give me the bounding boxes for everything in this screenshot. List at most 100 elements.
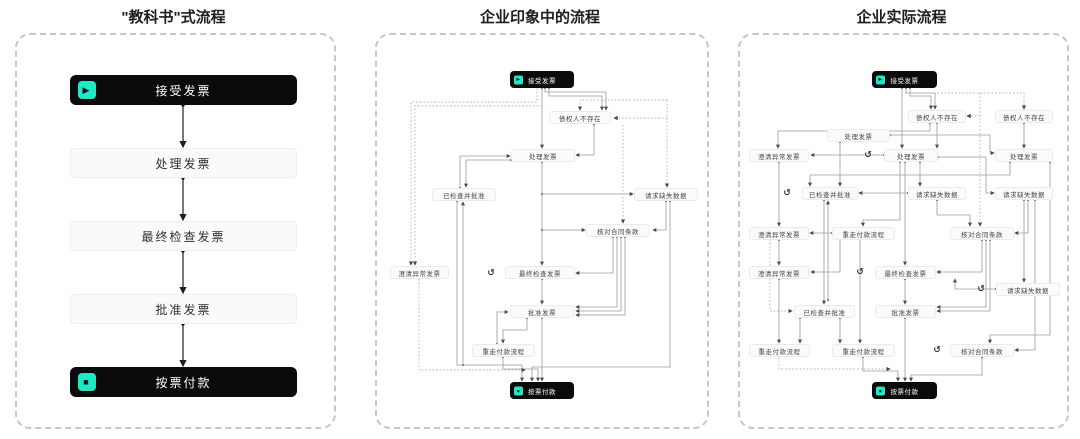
flow-edge [575, 237, 626, 317]
flow-edge [575, 237, 622, 313]
node-label: 核对合同条款 [961, 231, 1003, 239]
flow-edge [778, 357, 891, 372]
flow-edge [890, 134, 995, 155]
self-loop-icon: ↺ [977, 283, 985, 294]
node-end: 按票付款■ [510, 382, 574, 399]
node-label: 重走付款流程 [758, 348, 801, 356]
node-end: 按票付款■ [872, 382, 937, 399]
flow-edge [530, 201, 671, 382]
flow-edge [575, 124, 595, 157]
flow-edge [936, 240, 983, 274]
node-label: 处理发票 [897, 153, 925, 161]
flow-edge [577, 99, 667, 111]
flow-edge [652, 201, 667, 232]
node-clarify-1: 澄清异常发票 [749, 149, 809, 162]
self-loop-icon: ↺ [856, 266, 864, 277]
edge-origin-dot [541, 229, 543, 231]
self-loop-icon: ↺ [933, 344, 941, 355]
node-redo-3: 重走付款流程 [832, 344, 895, 357]
flow-edge [862, 357, 900, 382]
node-match-2: 核对合同条款 [950, 344, 1014, 357]
node-request: 请求缺失数据 [634, 188, 698, 201]
node-label: 批准发票 [155, 302, 212, 317]
node-start: 接受发票 ▶ [510, 71, 574, 88]
flow-edge [769, 239, 793, 314]
node-label: 请求缺失数据 [916, 191, 958, 199]
edges-layer [408, 87, 671, 382]
panel-textbook-flow: 接受发票▶处理发票最终检查发票批准发票按票付款■ [15, 33, 336, 429]
node-label: 接受发票 [890, 77, 919, 85]
play-icon: ▶ [514, 75, 523, 84]
node-label: 请求缺失数据 [1007, 287, 1049, 295]
flow-edge [861, 162, 901, 227]
node-label: 接受发票 [155, 83, 212, 98]
node-final-check: 最终检查发票 [875, 266, 936, 279]
node-label: 处理发票 [155, 156, 212, 171]
node-label: 核对合同条款 [597, 228, 639, 236]
node-label: 澄清异常发票 [758, 153, 800, 161]
edge-origin-dot [462, 364, 464, 366]
flow-edge [953, 278, 996, 290]
flow-edge [548, 88, 604, 111]
flow-edge [1014, 200, 1036, 352]
stop-icon: ■ [78, 373, 96, 391]
flow-edge [936, 240, 987, 309]
panel-actual-flow: 接受发票▶债权人不存在债权人不存在处理发票澄清异常发票处理发票处理发票已检查并批… [738, 33, 1069, 429]
node-label: 接受发票 [528, 77, 556, 85]
node-process: 处理发票 [70, 148, 297, 178]
edge-origin-dot [541, 193, 543, 195]
node-label: 澄清异常发票 [758, 270, 800, 278]
node-label: 最终检查发票 [884, 270, 927, 278]
node-label: 处理发票 [1010, 153, 1038, 161]
flow-edge [502, 357, 540, 382]
node-label: 按票付款 [890, 388, 919, 396]
flow-edge [808, 162, 1011, 187]
node-label: 已检查并批准 [443, 192, 485, 200]
panel-title-imagined: 企业印象中的流程 [479, 9, 600, 26]
node-label: 处理发票 [844, 133, 873, 141]
node-label: 债权人不存在 [916, 114, 958, 122]
flow-edge [810, 239, 841, 274]
node-label: 已检查并批准 [809, 191, 851, 199]
edges-layer [179, 103, 187, 368]
node-request-2: 请求缺失数据 [995, 187, 1053, 200]
node-match: 核对合同条款 [586, 224, 650, 237]
flow-edge [909, 88, 933, 110]
node-approve: 批准发票 [875, 305, 936, 318]
node-process-top: 处理发票 [827, 129, 890, 142]
node-creditor-2: 债权人不存在 [995, 110, 1053, 123]
panel-title-textbook: "教科书"式流程 [121, 9, 226, 26]
node-redo-2: 重走付款流程 [749, 344, 810, 357]
node-clarify-3: 澄清异常发票 [749, 266, 809, 279]
node-process: 处理发票 [511, 149, 575, 162]
flow-edge [464, 159, 511, 188]
node-label: 核对合同条款 [961, 348, 1003, 356]
node-match-1: 核对合同条款 [950, 227, 1014, 240]
flow-edge [544, 88, 608, 111]
node-approve: 批准发票 [70, 294, 297, 324]
flow-edge [575, 237, 614, 275]
flow-edge [501, 318, 528, 344]
flow-edge [988, 162, 1051, 344]
flow-edge [496, 310, 509, 344]
stop-icon: ■ [514, 386, 523, 395]
node-label: 批准发票 [528, 309, 556, 317]
node-label: 澄清异常发票 [398, 270, 441, 278]
flow-edge [1014, 200, 1029, 235]
edges-layer [769, 87, 1051, 382]
edge-origin-dot [827, 299, 829, 301]
node-start: 接受发票▶ [872, 71, 937, 88]
flow-edge [575, 237, 618, 309]
node-final-check: 最终检查发票 [505, 266, 575, 279]
node-redo-1: 重走付款流程 [832, 227, 895, 240]
flow-edge [905, 92, 1027, 110]
node-label: 债权人不存在 [1003, 114, 1045, 122]
node-label: 请求缺失数据 [1003, 191, 1045, 199]
node-request-1: 请求缺失数据 [908, 187, 966, 200]
self-loop-icon: ↺ [783, 187, 791, 198]
node-creditor-1: 债权人不存在 [908, 110, 966, 123]
node-label: 澄清异常发票 [758, 231, 800, 239]
panel-title-actual: 企业实际流程 [856, 9, 947, 26]
node-clarify-2: 澄清异常发票 [749, 227, 809, 240]
